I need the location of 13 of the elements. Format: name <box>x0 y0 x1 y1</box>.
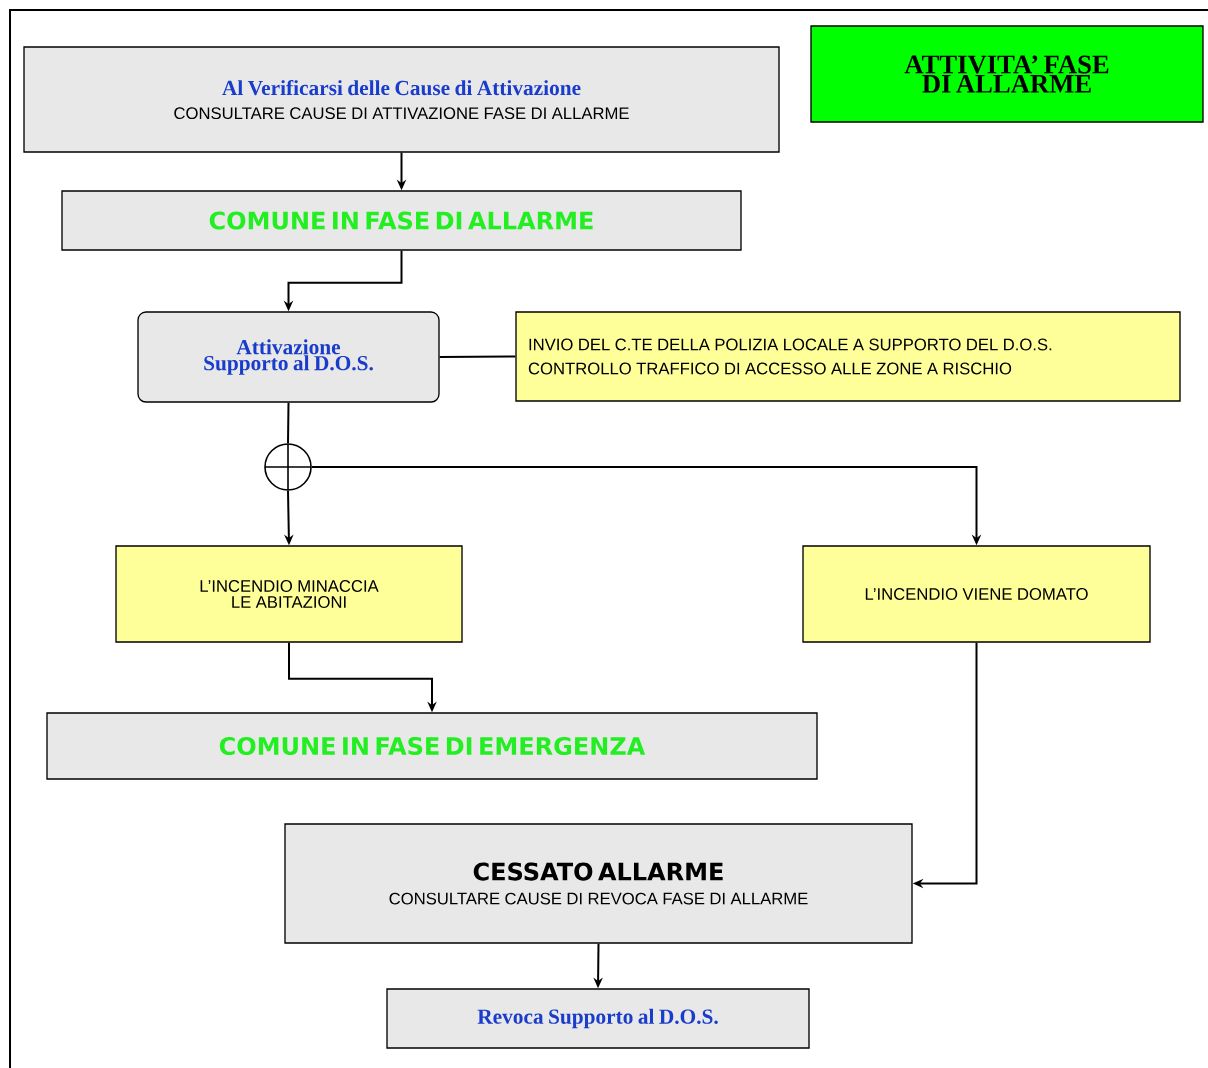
note-box: INVIO DEL C.TE DELLA POLIZIA LOCALE A SUPPORTO DEL D.O.S. CONTROLLO TRAFFICO DI ACCESSO ALLE ZONE A RISCHIO <box>515 311 1181 402</box>
phase-box: COMUNE IN FASE DI ALLARME <box>61 190 742 251</box>
phase-box: COMUNE IN FASE DI EMERGENZA <box>46 712 818 780</box>
process-box: Attivazione Supporto al D.O.S. <box>137 311 440 403</box>
process-box: Revoca Supporto al D.O.S. <box>386 988 810 1049</box>
connector-line <box>438 355 517 358</box>
process-box: CESSATO ALLARME CONSULTARE CAUSE DI REVOCA FASE DI ALLARME <box>284 823 913 944</box>
junction-circle <box>264 443 312 491</box>
process-box: Al Verificarsi delle Cause di Attivazione CONSULTARE CAUSE DI ATTIVAZIONE FASE DI ALLARME <box>23 46 780 153</box>
condition-box: L’INCENDIO MINACCIA LE ABITAZIONI <box>115 545 463 643</box>
condition-box: L’INCENDIO VIENE DOMATO <box>802 545 1151 643</box>
connector-line <box>287 401 290 445</box>
title-box: ATTIVITA’ FASE DI ALLARME <box>810 25 1204 123</box>
